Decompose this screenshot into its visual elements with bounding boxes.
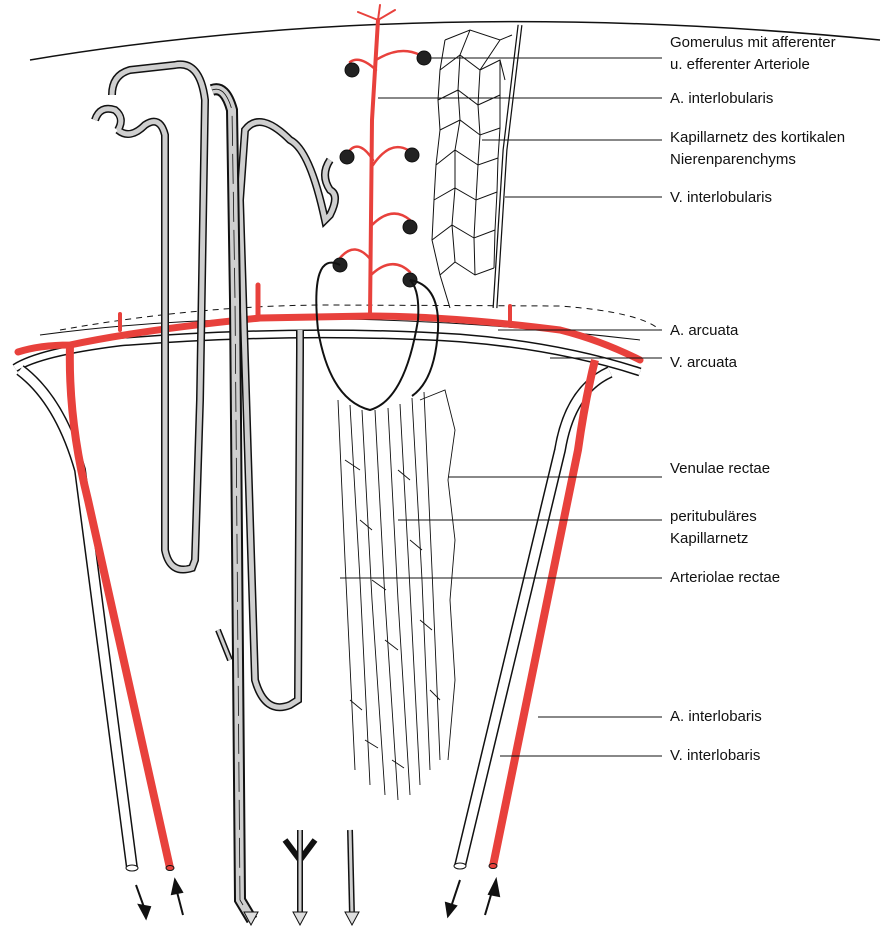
nephron-tubule-2 — [240, 122, 335, 707]
vena-interlobaris-right — [460, 372, 610, 866]
label-glomerulus-line1: Gomerulus mit afferenter — [670, 32, 836, 54]
papillary-ducts-fill — [300, 830, 352, 915]
label-a-interlobaris: A. interlobaris — [670, 706, 762, 728]
label-peritubulaeres-line2: Kapillarnetz — [670, 528, 757, 550]
label-v-interlobaris: V. interlobaris — [670, 745, 760, 767]
label-glomerulus: Gomerulus mit afferenter u. efferenter A… — [670, 32, 836, 76]
label-peritubulaeres: peritubuläres Kapillarnetz — [670, 506, 757, 550]
label-kapillarnetz: Kapillarnetz des kortikalen Nierenparenc… — [670, 127, 845, 171]
flow-arrows — [136, 880, 499, 918]
glomerulus — [417, 51, 431, 65]
nephron-tubule-1 — [95, 64, 205, 569]
label-a-interlobularis: A. interlobularis — [670, 88, 773, 110]
duct-outflow-arrows — [244, 912, 359, 925]
arteria-interlobaris-right — [493, 360, 595, 866]
glomerulus — [345, 63, 359, 77]
glomerulus — [403, 220, 417, 234]
label-v-arcuata: V. arcuata — [670, 352, 737, 374]
label-v-interlobularis: V. interlobularis — [670, 187, 772, 209]
glomerulus — [340, 150, 354, 164]
label-kapillarnetz-line2: Nierenparenchyms — [670, 149, 845, 171]
label-peritubulaeres-line1: peritubuläres — [670, 506, 757, 528]
label-glomerulus-line2: u. efferenter Arteriole — [670, 54, 836, 76]
papillary-ducts — [285, 830, 352, 915]
vasa-recta-bundle — [338, 390, 455, 800]
label-venulae-rectae: Venulae rectae — [670, 458, 770, 480]
label-arteriolae-rectae: Arteriolae rectae — [670, 567, 780, 589]
vena-interlobularis — [495, 25, 520, 308]
label-kapillarnetz-line1: Kapillarnetz des kortikalen — [670, 127, 845, 149]
vessel-stumps — [126, 863, 497, 871]
label-a-arcuata: A. arcuata — [670, 320, 738, 342]
glomerulus — [405, 148, 419, 162]
